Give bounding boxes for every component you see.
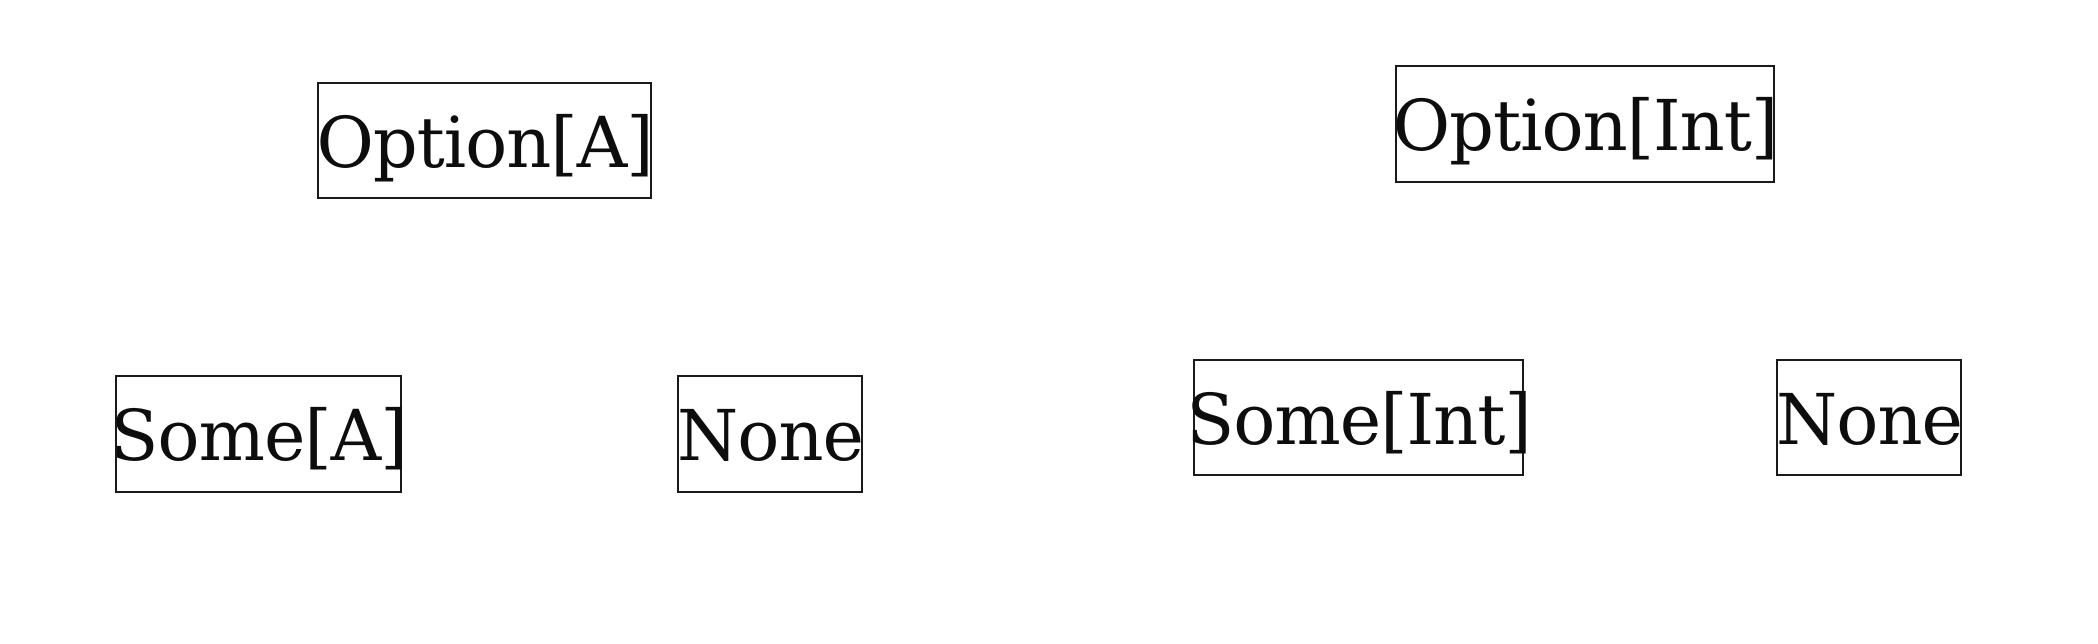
none-left-node: None (677, 375, 864, 493)
some-a-node: Some[A] (110, 375, 408, 493)
none-left-label: None (677, 395, 864, 477)
some-int-node: Some[Int] (1186, 359, 1532, 476)
none-right-label: None (1776, 378, 1963, 461)
none-right-node: None (1776, 359, 1963, 476)
option-int-label: Option[Int] (1392, 85, 1778, 167)
some-int-label: Some[Int] (1186, 378, 1531, 461)
option-a-label: Option[A] (316, 101, 653, 184)
some-a-label: Some[A] (110, 395, 407, 477)
option-a-node: Option[A] (316, 82, 654, 199)
option-int-node: Option[Int] (1392, 65, 1778, 183)
